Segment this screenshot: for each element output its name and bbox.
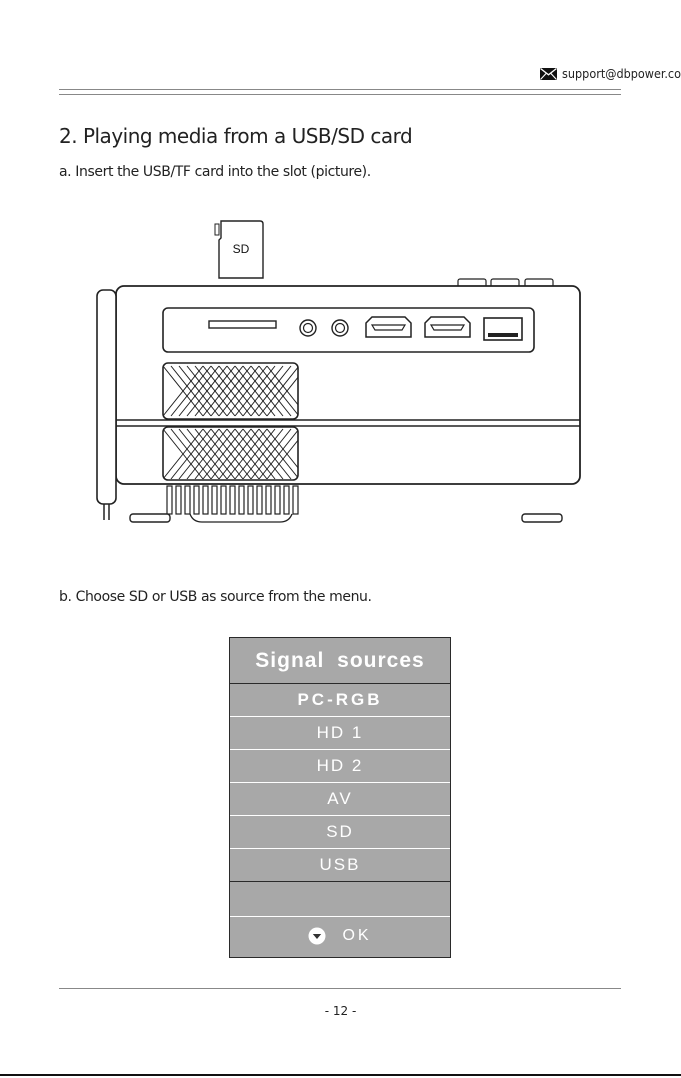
menu-title: Signal sources	[230, 638, 450, 684]
header-rule	[59, 89, 621, 90]
page-number: - 12 -	[0, 1004, 681, 1018]
page-bottom-edge	[0, 1074, 681, 1076]
foot-left	[130, 514, 170, 522]
menu-item-sd[interactable]: SD	[230, 816, 450, 849]
menu-item-av[interactable]: AV	[230, 783, 450, 816]
support-email-text: support@dbpower.co	[562, 66, 681, 81]
audio-jack-2	[332, 320, 348, 336]
menu-blank-row	[230, 882, 450, 917]
menu-item-usb[interactable]: USB	[230, 849, 450, 882]
signal-sources-menu: Signal sources PC-RGB HD 1 HD 2 AV SD US…	[229, 637, 451, 958]
step-b-text: b. Choose SD or USB as source from the m…	[59, 589, 372, 605]
sd-slot	[209, 321, 276, 328]
sd-card-illustration: SD	[215, 221, 263, 278]
down-arrow-icon	[308, 927, 326, 945]
port-panel	[163, 308, 534, 352]
menu-ok-footer[interactable]: OK	[230, 917, 450, 955]
section-title: 2. Playing media from a USB/SD card	[59, 124, 412, 148]
bottom-vent-fins	[167, 486, 298, 514]
footer-rule	[59, 988, 621, 989]
audio-jack-1	[300, 320, 316, 336]
vent-grille-lower	[163, 427, 307, 480]
header-rule-secondary	[59, 94, 621, 95]
menu-ok-label: OK	[342, 927, 371, 945]
support-email: support@dbpower.co	[540, 66, 681, 81]
projector-diagram: SD	[90, 214, 590, 526]
envelope-icon	[540, 68, 557, 80]
menu-item-pc-rgb[interactable]: PC-RGB	[230, 684, 450, 717]
lens-side	[97, 290, 116, 504]
vent-grille-upper	[163, 363, 307, 419]
menu-item-hd1[interactable]: HD 1	[230, 717, 450, 750]
menu-item-hd2[interactable]: HD 2	[230, 750, 450, 783]
step-a-text: a. Insert the USB/TF card into the slot …	[59, 164, 371, 180]
sd-card-label: SD	[233, 242, 250, 256]
foot-right	[522, 514, 562, 522]
